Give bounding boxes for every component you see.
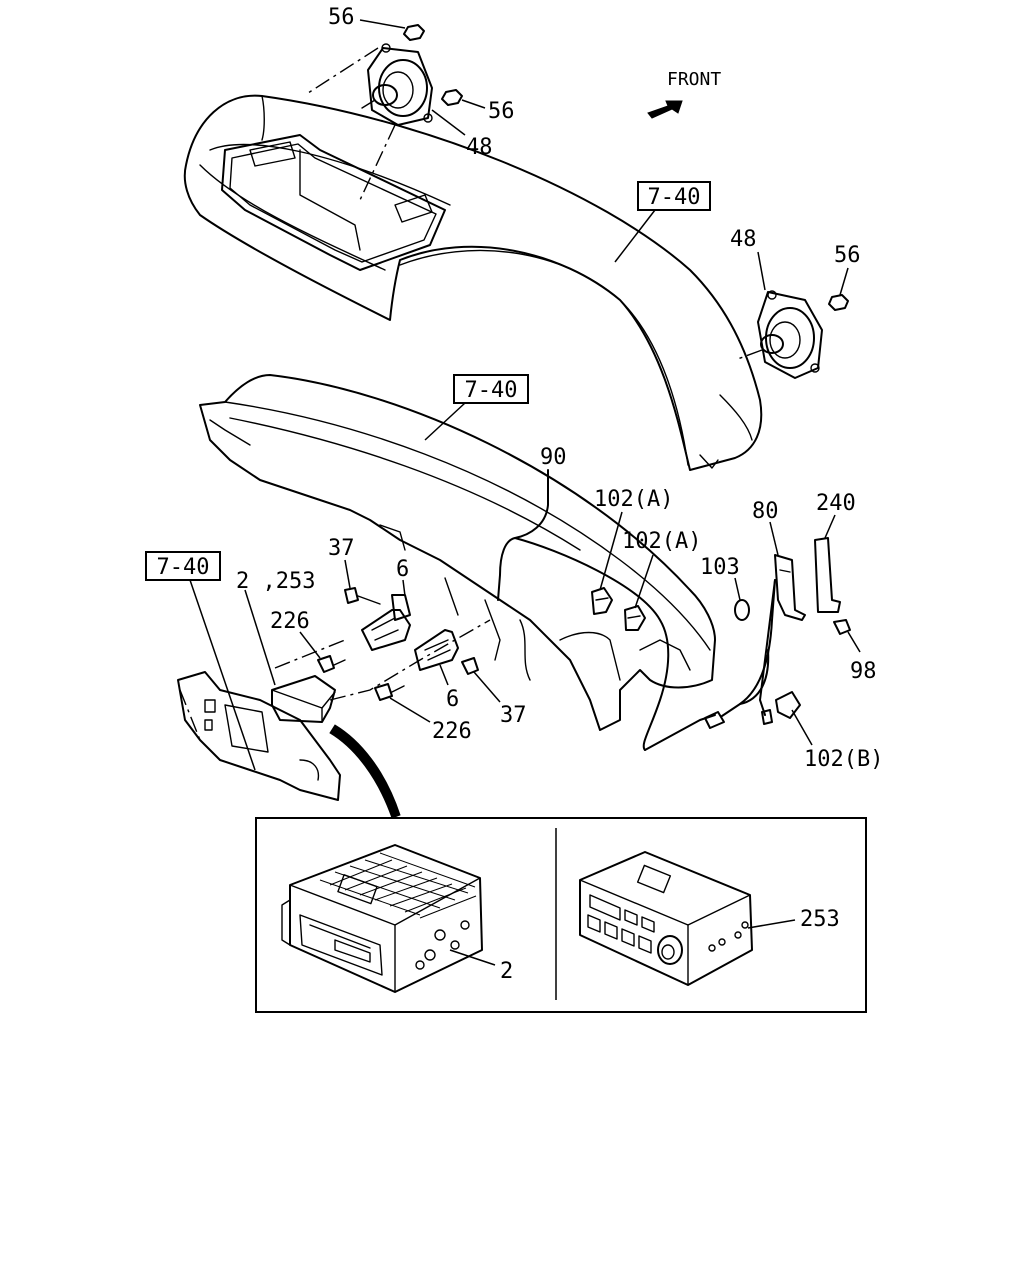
nut-56-mid bbox=[441, 89, 486, 109]
label-48-top: 48 bbox=[466, 135, 493, 160]
label-102a-1: 102(A) bbox=[594, 487, 673, 512]
bracket-6-bottom bbox=[414, 629, 459, 686]
label-37-top: 37 bbox=[328, 536, 355, 561]
clip-102a-2 bbox=[624, 554, 654, 631]
nut-56-top bbox=[359, 19, 425, 41]
label-253-inset: 253 bbox=[800, 907, 840, 932]
label-48-right: 48 bbox=[730, 227, 757, 252]
label-56-top: 56 bbox=[328, 5, 355, 30]
ref-box-1[interactable]: 7-40 bbox=[637, 181, 711, 211]
ring-103 bbox=[734, 577, 750, 621]
ref-box-3[interactable]: 7-40 bbox=[145, 551, 221, 581]
label-56-mid: 56 bbox=[488, 99, 515, 124]
label-98: 98 bbox=[850, 659, 877, 684]
front-label: FRONT bbox=[667, 69, 721, 90]
label-6-top: 6 bbox=[396, 557, 409, 582]
clip-102b bbox=[775, 691, 813, 746]
label-2-inset: 2 bbox=[500, 959, 513, 984]
clip-102a-1 bbox=[591, 511, 623, 615]
bolt-37-top bbox=[344, 559, 381, 605]
label-2-253: 2 ,253 bbox=[236, 569, 315, 594]
label-56-right: 56 bbox=[834, 243, 861, 268]
speaker-top bbox=[304, 43, 433, 201]
speaker-right bbox=[734, 251, 823, 379]
ref-box-3-text[interactable]: 7-40 bbox=[157, 555, 210, 580]
lower-dash-body bbox=[199, 374, 716, 731]
radio-2-chassis bbox=[281, 844, 496, 993]
ref-box-2[interactable]: 7-40 bbox=[453, 374, 529, 404]
label-102b: 102(B) bbox=[804, 747, 883, 772]
radio-253-case bbox=[579, 851, 796, 986]
inset-panel bbox=[255, 817, 867, 1013]
label-37-bottom: 37 bbox=[500, 703, 527, 728]
bracket-6-top bbox=[361, 579, 411, 651]
label-102a-2: 102(A) bbox=[622, 529, 701, 554]
label-103: 103 bbox=[700, 555, 740, 580]
bolt-226-bottom bbox=[374, 683, 431, 723]
label-226-bottom: 226 bbox=[432, 719, 472, 744]
bracket-240 bbox=[814, 514, 841, 613]
bracket-80 bbox=[759, 521, 806, 725]
nut-56-right bbox=[828, 267, 849, 311]
ref-box-2-text[interactable]: 7-40 bbox=[465, 378, 518, 403]
left-side-panel bbox=[177, 671, 341, 801]
label-80: 80 bbox=[752, 499, 779, 524]
bolt-37-bottom bbox=[461, 657, 501, 703]
antenna-cable bbox=[497, 469, 776, 751]
label-90: 90 bbox=[540, 445, 567, 470]
label-6-bottom: 6 bbox=[446, 687, 459, 712]
label-240: 240 bbox=[816, 491, 856, 516]
bolt-226-top bbox=[299, 631, 346, 673]
upper-dash-panel bbox=[183, 94, 763, 471]
label-226-top: 226 bbox=[270, 609, 310, 634]
ref-box-1-text[interactable]: 7-40 bbox=[648, 185, 701, 210]
front-arrow-icon bbox=[647, 100, 683, 119]
screw-98 bbox=[833, 619, 861, 653]
